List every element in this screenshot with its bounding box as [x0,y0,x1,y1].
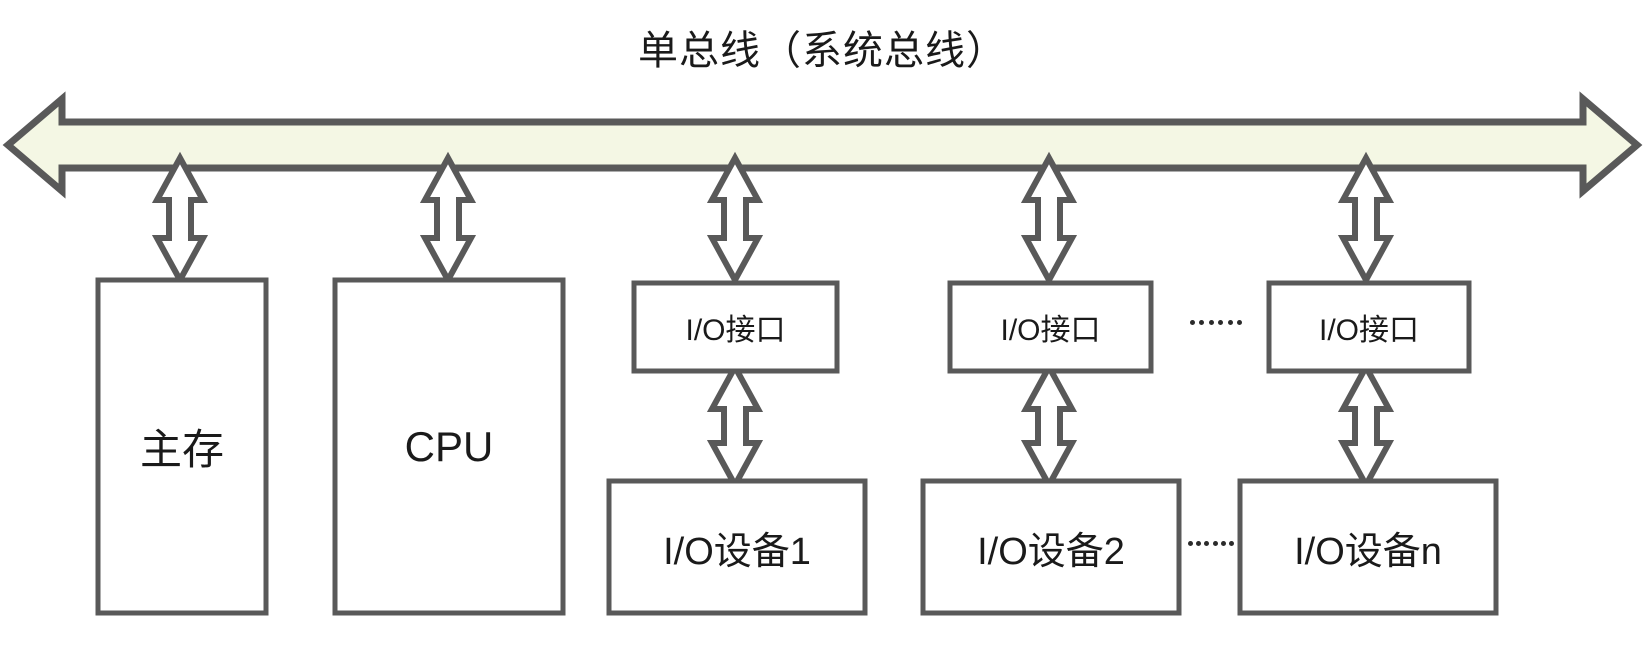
box-io-interface-1 [631,280,840,374]
connector-io-interface-2-to-device-2 [1020,360,1078,492]
node-io-interface-1[interactable] [634,283,837,371]
ellipsis-dot [1199,319,1205,325]
node-cpu[interactable] [335,280,563,613]
connector-io-interface-1-to-device-1 [706,360,764,492]
box-io-interface-n [1266,280,1472,374]
node-io-device-2[interactable] [923,481,1179,613]
ellipsis-dot [1228,540,1234,546]
connector-bus-to-io-interface-1 [706,151,764,287]
node-io-interface-2[interactable] [950,283,1151,371]
box-io-device-1 [606,478,868,616]
ellipsis-dot [1218,319,1224,325]
ellipsis-dot [1204,540,1210,546]
node-main-memory[interactable] [98,280,266,613]
connector-bus-to-io-interface-n [1337,151,1395,287]
ellipsis-dot [1236,319,1242,325]
single-bus-arrow [2,91,1643,199]
connector-bus-to-io-interface-2 [1020,151,1078,287]
node-io-device-n[interactable] [1240,481,1496,613]
ellipsis-interfaces [1190,318,1242,326]
ellipsis-dot [1188,540,1193,546]
connector-bus-to-cpu [419,151,477,287]
ellipsis-dot [1227,319,1233,325]
ellipsis-dot [1190,319,1195,325]
node-io-interface-n[interactable] [1269,283,1469,371]
ellipsis-devices [1188,539,1234,547]
box-io-device-n [1237,478,1499,616]
box-io-interface-2 [947,280,1154,374]
connector-io-interface-n-to-device-n [1337,360,1395,492]
diagram-title: 单总线（系统总线） [638,29,1007,73]
ellipsis-dot [1208,319,1214,325]
ellipsis-dot [1196,540,1202,546]
connector-bus-to-main-memory [151,151,209,287]
node-io-device-1[interactable] [609,481,865,613]
ellipsis-dot [1220,540,1226,546]
box-io-device-2 [920,478,1182,616]
ellipsis-dot [1212,540,1218,546]
box-main-memory [95,277,269,616]
box-cpu [332,277,566,616]
